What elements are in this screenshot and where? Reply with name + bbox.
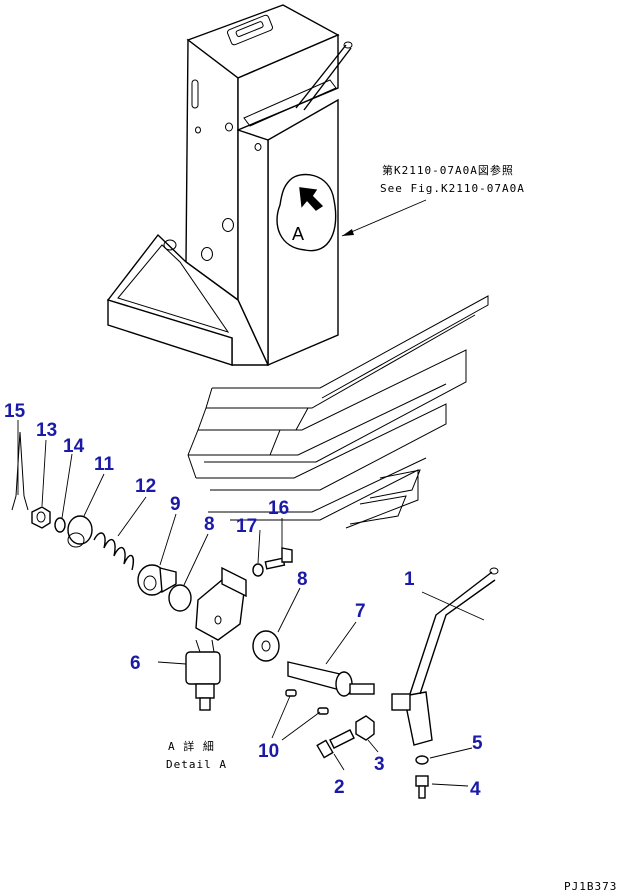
part-number-12: 12 xyxy=(135,476,156,497)
part-number-2: 2 xyxy=(334,777,345,798)
part-number-16: 16 xyxy=(268,498,289,519)
figure-reference-jp: 第K2110-07A0A図参照 xyxy=(382,163,514,177)
part-number-6: 6 xyxy=(130,653,141,674)
part-number-13: 13 xyxy=(36,420,57,441)
part-number-11: 11 xyxy=(94,454,115,475)
part-number-9: 9 xyxy=(170,494,181,515)
part-number-5: 5 xyxy=(472,733,483,754)
part-number-3: 3 xyxy=(374,754,385,775)
part-number-8-right: 8 xyxy=(297,569,308,590)
figure-reference-en: See Fig.K2110-07A0A xyxy=(380,182,525,195)
console-housing xyxy=(106,4,427,367)
part-number-7: 7 xyxy=(355,601,366,622)
callout-a-outline xyxy=(276,173,337,252)
part-number-1: 1 xyxy=(404,569,415,590)
part-number-17: 17 xyxy=(236,516,257,537)
part-number-10: 10 xyxy=(258,741,279,762)
part-number-14: 14 xyxy=(63,436,85,457)
part-number-4: 4 xyxy=(470,779,481,800)
drawing-id: PJ1B373 xyxy=(564,880,617,893)
part-number-15: 15 xyxy=(4,401,26,422)
exploded-view-arrow xyxy=(187,295,489,529)
leader-lines xyxy=(17,420,485,787)
callout-letter-a: A xyxy=(292,224,304,244)
detail-caption-en: Detail A xyxy=(166,758,227,771)
part-number-8-left: 8 xyxy=(204,514,215,535)
detail-caption-jp: A 詳 細 xyxy=(168,739,215,753)
detail-a-parts xyxy=(11,431,499,799)
